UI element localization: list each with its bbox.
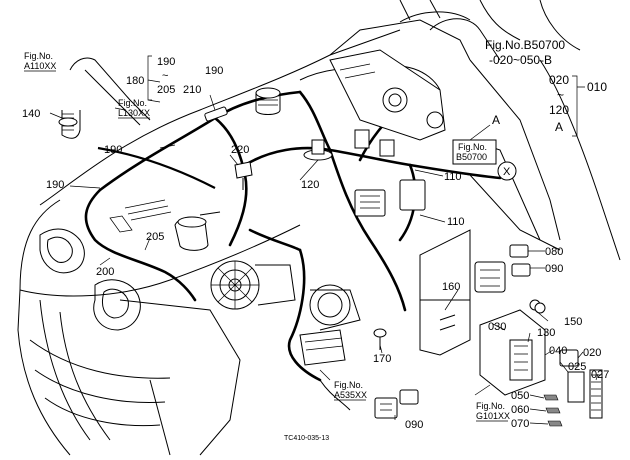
label-080: 080 [545,246,563,258]
fig-ref-a535xx[interactable]: Fig.No. A535XX [334,380,367,401]
label-060: 060 [511,404,529,416]
relay-block [354,179,426,217]
label-110-top: 110 [444,171,462,183]
fig-no-title: Fig.No.B50700 [485,38,565,52]
group-bracket [572,75,585,137]
label-070: 070 [511,418,529,430]
leader-190-arc [97,146,216,189]
label-190-mid: 190 [104,144,122,156]
circle-x-connector: X [497,161,517,181]
label-150: 150 [564,316,582,328]
fig-ref-a110xx[interactable]: Fig.No. A110XX [24,51,56,72]
label-120: 120 [301,179,319,191]
starter-motor [299,284,361,366]
svg-text:B50700: B50700 [456,152,487,162]
group-range-start: 020 [549,73,569,87]
bracket-a110xx [58,57,151,139]
svg-text:A110XX: A110XX [24,61,56,71]
component-cylinder-top [255,87,281,115]
circle-x-label: X [503,166,511,178]
label-210: 210 [183,84,201,96]
label-027: 027 [591,369,609,381]
alternator [210,260,296,310]
group-range-end: 120 [549,103,569,117]
footer-code: TC410-035-13 [284,435,329,442]
component-horn [174,211,221,251]
panel-160 [419,229,471,356]
label-140: 140 [22,108,40,120]
label-090-right: 090 [545,263,563,275]
group-range-section: A [555,120,563,134]
svg-text:Fig.No.: Fig.No. [24,51,53,61]
fig-ref-l130xx[interactable]: Fig.No. L130XX [118,98,150,119]
svg-text:G101XX: G101XX [476,411,510,421]
fuse-set [543,394,563,427]
component-220 [234,161,253,190]
svg-text:Fig.No.: Fig.No. [476,401,505,411]
label-050: 050 [511,390,529,402]
label-030: 030 [488,321,506,333]
section-a-label: A [492,113,500,127]
wiring-harness [84,90,502,411]
label-190-top: 190 [157,56,175,68]
label-040: 040 [549,345,567,357]
fuse-box [479,299,603,419]
label-020: 020 [583,347,601,359]
svg-text:Fig.No.: Fig.No. [118,98,147,108]
group-number: 010 [587,80,607,94]
bolts [373,302,546,350]
leader-lines [49,79,599,425]
label-220: 220 [231,144,249,156]
instrument-cluster [329,49,446,157]
connector-090-bottom [374,389,419,419]
tractor-hood [17,0,621,456]
label-tilde: ~ [162,70,168,82]
label-180: 180 [126,75,144,87]
component-210 [204,106,228,122]
label-200: 200 [96,266,114,278]
label-205-top: 205 [157,84,175,96]
label-110-bottom: 110 [447,216,465,228]
fig-ref-b50700[interactable]: Fig.No. B50700 [452,139,497,165]
fig-no-range: -020~050-B [489,53,552,67]
svg-text:L130XX: L130XX [118,108,150,118]
svg-text:A535XX: A535XX [334,390,367,400]
label-090-bottom: 090 [405,419,423,431]
connector-080-090 [474,244,531,293]
label-170: 170 [373,353,391,365]
label-160: 160 [442,281,460,293]
label-190-left: 190 [46,179,64,191]
bracket-190-205 [147,55,152,101]
label-025: 025 [568,361,586,373]
fig-ref-g101xx[interactable]: Fig.No. G101XX [476,401,510,422]
svg-text:Fig.No.: Fig.No. [458,142,487,152]
label-190-right: 190 [205,65,223,77]
group-range-tilde: ~ [557,88,564,102]
label-130: 130 [537,327,555,339]
label-205-bottom: 205 [146,231,164,243]
svg-text:Fig.No.: Fig.No. [334,380,363,390]
